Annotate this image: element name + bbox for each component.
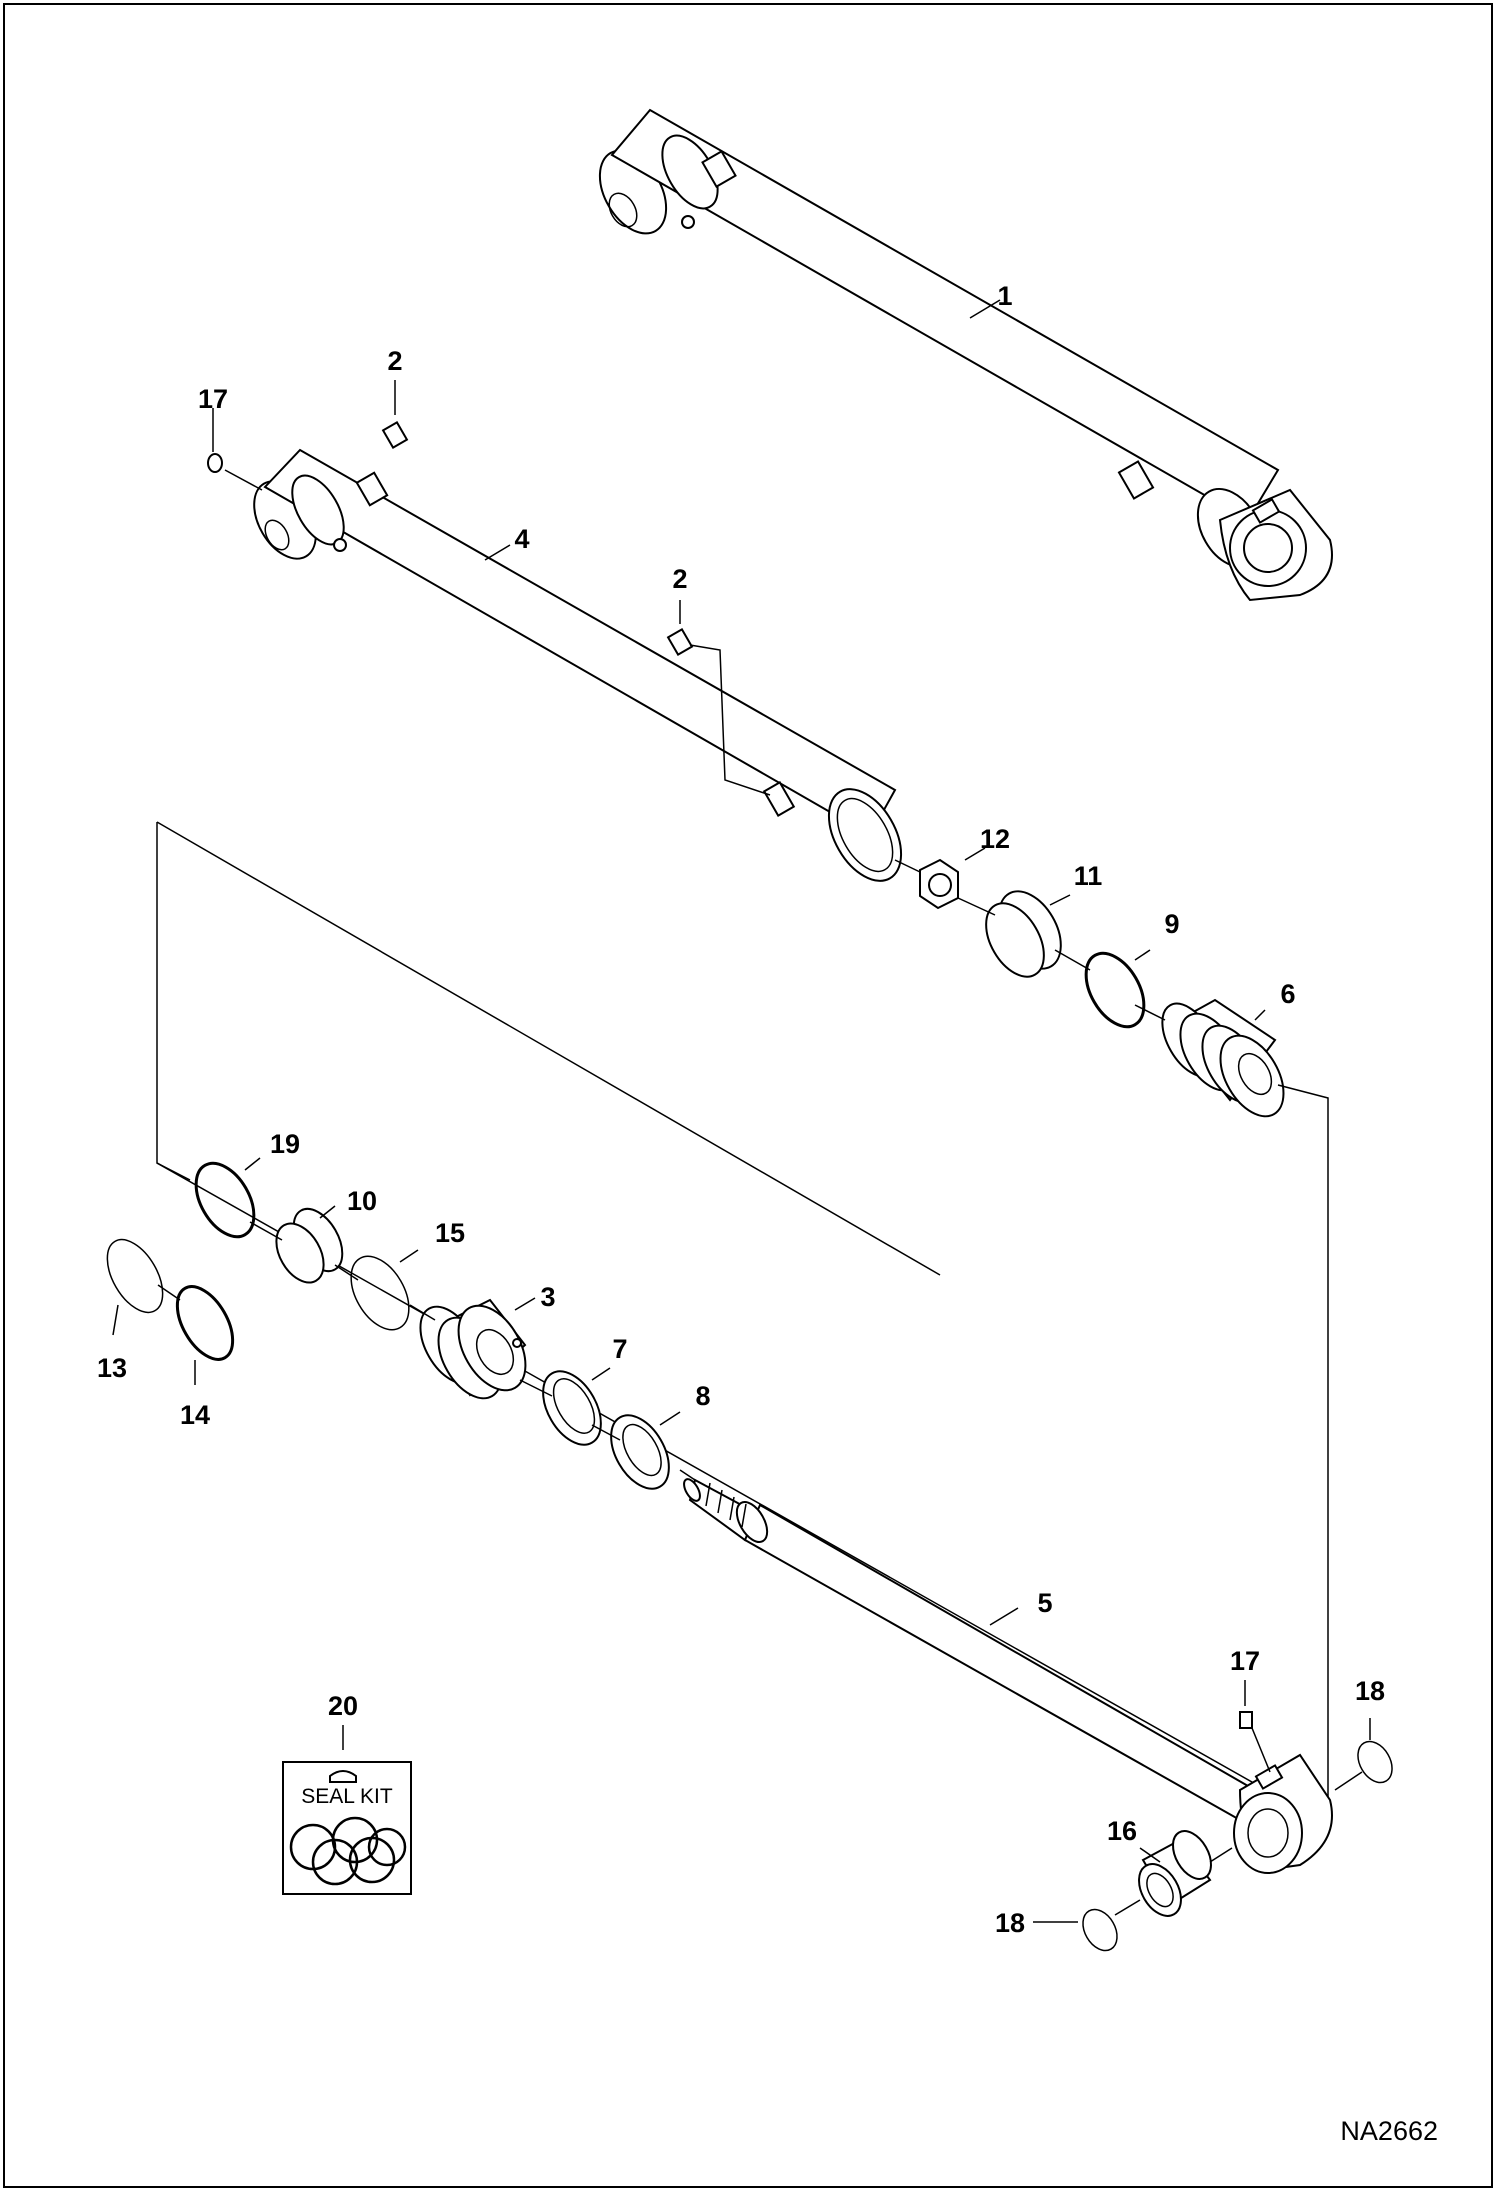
callout-3: 3 xyxy=(540,1282,555,1312)
part-9-o-ring xyxy=(1054,949,1151,1029)
part-17-grease-fitting-lower xyxy=(1239,1680,1271,1773)
callout-11: 11 xyxy=(1074,861,1103,891)
part-4-barrel xyxy=(253,448,903,882)
part-6-piston xyxy=(1134,998,1285,1118)
callout-labels: 1 2 2 3 4 5 6 7 8 9 10 11 12 13 14 15 16… xyxy=(97,281,1385,1938)
callout-14: 14 xyxy=(180,1400,210,1430)
callout-18-right: 18 xyxy=(1355,1676,1385,1706)
reference-code: NA2662 xyxy=(1340,2116,1438,2146)
part-18-o-ring-lower xyxy=(1033,1899,1141,1952)
assembly-leader-outline xyxy=(156,822,1329,1827)
part-3-head xyxy=(409,1297,536,1400)
callout-12: 12 xyxy=(980,824,1010,854)
callout-18-lower: 18 xyxy=(995,1908,1025,1938)
seal-kit-label: SEAL KIT xyxy=(301,1785,393,1808)
part-14-ring xyxy=(157,1284,235,1385)
diagram-frame xyxy=(3,3,1493,2188)
part-16-bushing xyxy=(1138,1830,1233,1917)
part-13-ring xyxy=(106,1238,164,1336)
callout-2-upper: 2 xyxy=(387,346,402,376)
callout-10: 10 xyxy=(347,1186,377,1216)
callout-17-upper: 17 xyxy=(198,384,228,414)
callout-15: 15 xyxy=(435,1218,465,1248)
callout-17-lower: 17 xyxy=(1230,1646,1260,1676)
part-20-seal-kit: SEAL KIT xyxy=(282,1725,412,1895)
part-2-fitting-upper xyxy=(381,380,409,450)
callout-1: 1 xyxy=(997,281,1012,311)
part-10-bushing xyxy=(249,1205,344,1284)
part-18-o-ring-right xyxy=(1334,1718,1393,1791)
part-15-o-ring xyxy=(334,1249,419,1331)
part-19-ring xyxy=(194,1157,261,1239)
part-2-fitting-lower xyxy=(666,600,771,796)
callout-2-lower: 2 xyxy=(672,564,687,594)
callout-4: 4 xyxy=(514,524,529,554)
part-7-seal xyxy=(519,1367,611,1446)
part-8-seal xyxy=(591,1411,681,1490)
part-1-cylinder-assembly xyxy=(598,108,1333,602)
callout-5: 5 xyxy=(1037,1588,1052,1618)
callout-19: 19 xyxy=(270,1129,300,1159)
callout-9: 9 xyxy=(1164,909,1179,939)
callout-8: 8 xyxy=(695,1381,710,1411)
part-12-nut xyxy=(894,847,986,910)
callout-20: 20 xyxy=(328,1691,358,1721)
callout-16: 16 xyxy=(1107,1816,1137,1846)
callout-7: 7 xyxy=(612,1334,627,1364)
part-11-wear-ring xyxy=(957,890,1071,978)
callout-13: 13 xyxy=(97,1353,127,1383)
part-5-rod xyxy=(679,1469,1333,1874)
callout-6: 6 xyxy=(1280,979,1295,1009)
part-17-grease-fitting-upper xyxy=(207,408,263,491)
